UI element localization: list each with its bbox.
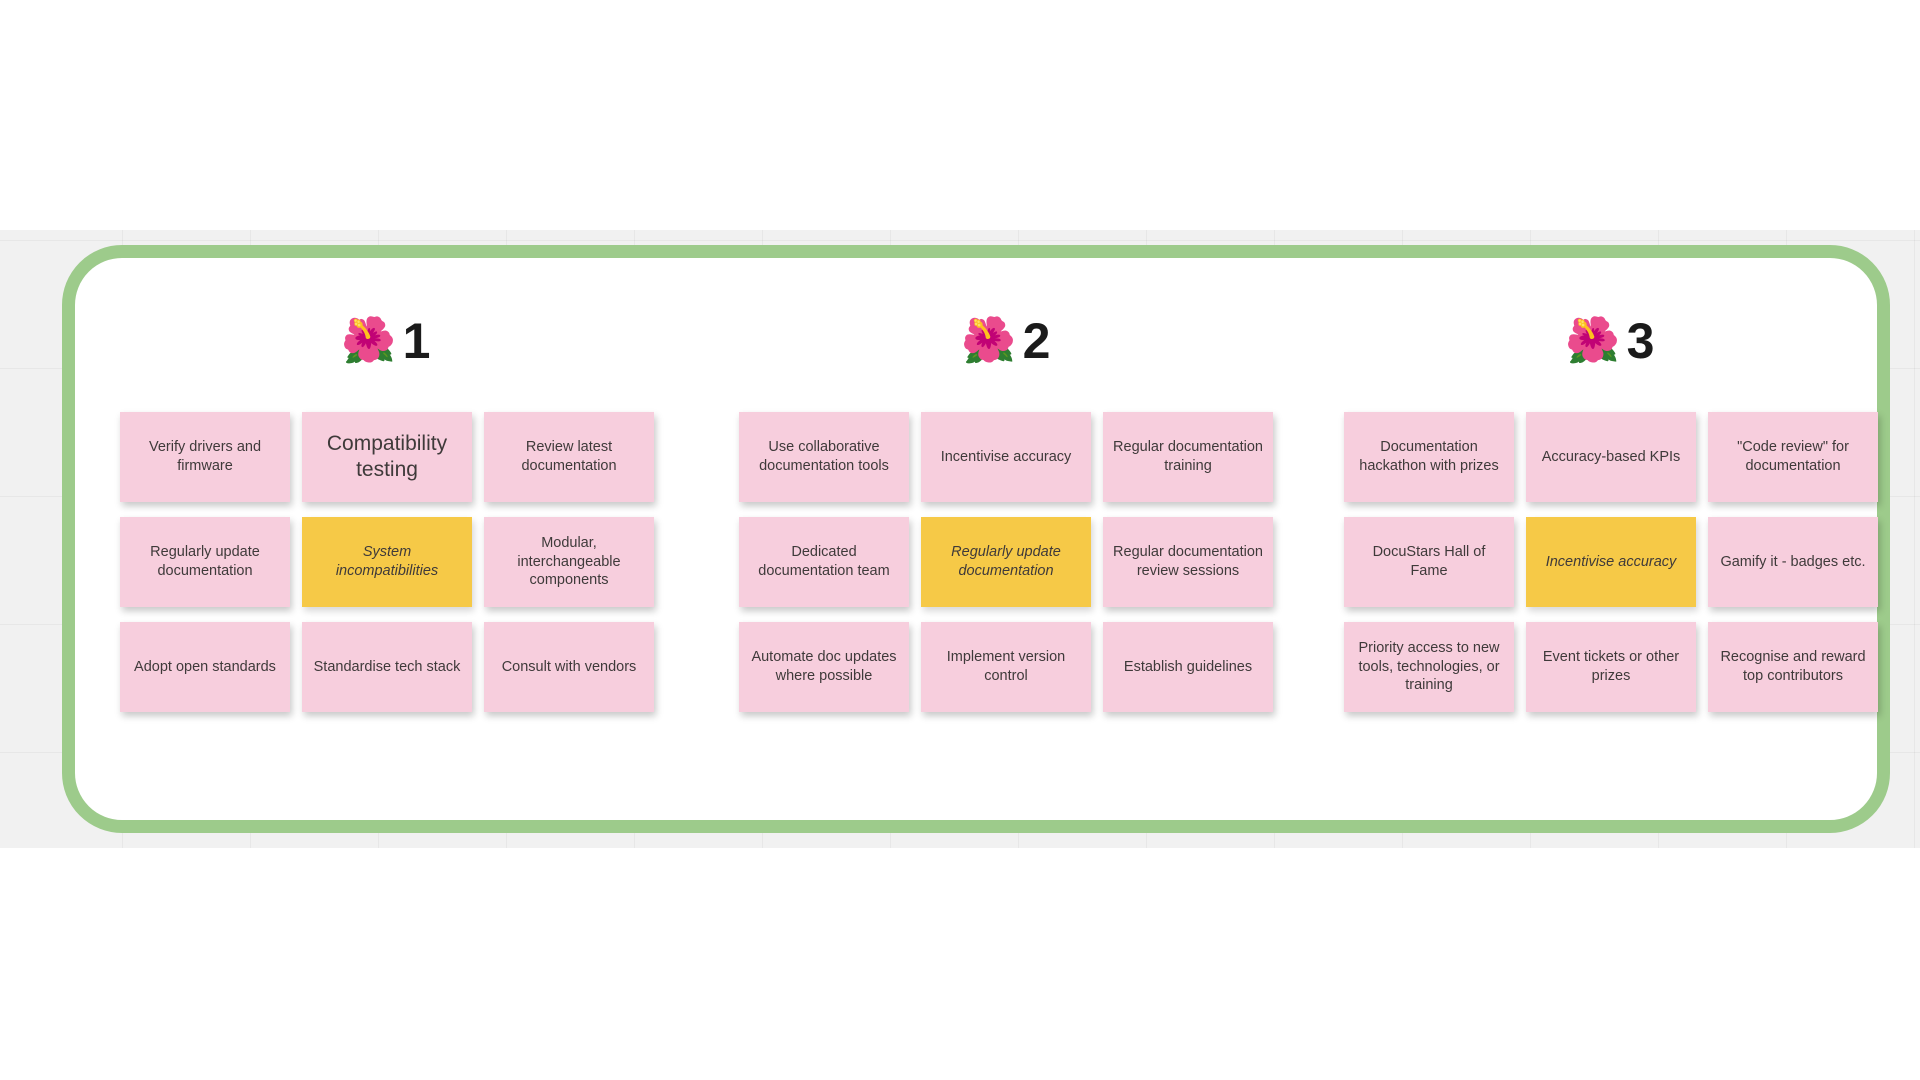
sticky-note[interactable]: Accuracy-based KPIs xyxy=(1526,412,1696,502)
group-2-card-grid: Use collaborative documentation tools In… xyxy=(695,412,1315,712)
sticky-note[interactable]: Modular, interchangeable components xyxy=(484,517,654,607)
sticky-note-text: "Code review" for documentation xyxy=(1737,439,1849,474)
sticky-group-2[interactable]: 🌺 2 Use collaborative documentation tool… xyxy=(695,258,1315,820)
sticky-note-text: Modular, interchangeable components xyxy=(517,535,621,589)
sticky-note-text: Priority access to new tools, technologi… xyxy=(1358,640,1500,694)
group-2-number: 2 xyxy=(1022,313,1051,369)
sticky-note-text: Standardise tech stack xyxy=(313,658,461,675)
group-2-header: 🌺 2 xyxy=(695,310,1315,372)
sticky-note[interactable]: Automate doc updates where possible xyxy=(739,622,909,712)
sticky-note-text: Consult with vendors xyxy=(501,658,637,675)
sticky-group-3[interactable]: 🌺 3 Documentation hackathon with prizes … xyxy=(1315,258,1903,820)
sticky-note-text: Regularly update documentation xyxy=(150,544,260,579)
sticky-note-text: System incompatibilities xyxy=(335,544,439,579)
sticky-note[interactable]: Use collaborative documentation tools xyxy=(739,412,909,502)
sticky-note-text: Event tickets or other prizes xyxy=(1542,649,1680,684)
sticky-note-text: Regularly update documentation xyxy=(951,544,1061,579)
sticky-note-text: Compatibility testing xyxy=(326,431,448,481)
hibiscus-flower-icon: 🌺 xyxy=(341,315,396,366)
sticky-note[interactable]: Regular documentation review sessions xyxy=(1103,517,1273,607)
hibiscus-flower-icon: 🌺 xyxy=(961,315,1016,366)
sticky-note-text: Recognise and reward top contributors xyxy=(1720,649,1866,684)
hibiscus-flower-icon: 🌺 xyxy=(1565,315,1620,366)
group-3-header: 🌺 3 xyxy=(1315,310,1903,372)
group-1-card-grid: Verify drivers and firmware Compatibilit… xyxy=(75,412,695,712)
sticky-note-text: Establish guidelines xyxy=(1123,658,1253,675)
sticky-note-text: Regular documentation training xyxy=(1113,439,1263,474)
sticky-note[interactable]: Implement version control xyxy=(921,622,1091,712)
sticky-note[interactable]: "Code review" for documentation xyxy=(1708,412,1878,502)
sticky-note-text: Dedicated documentation team xyxy=(758,544,890,579)
group-3-card-grid: Documentation hackathon with prizes Accu… xyxy=(1315,412,1903,712)
sticky-note-text: DocuStars Hall of Fame xyxy=(1372,544,1486,579)
sticky-note-text: Documentation hackathon with prizes xyxy=(1359,439,1499,474)
sticky-note[interactable]: Recognise and reward top contributors xyxy=(1708,622,1878,712)
sticky-note[interactable]: Standardise tech stack xyxy=(302,622,472,712)
sticky-note-text: Use collaborative documentation tools xyxy=(759,439,889,474)
sticky-note[interactable]: Documentation hackathon with prizes xyxy=(1344,412,1514,502)
sticky-note-text: Verify drivers and firmware xyxy=(148,439,262,474)
sticky-note-text: Incentivise accuracy xyxy=(1545,553,1677,570)
group-3-number: 3 xyxy=(1626,313,1655,369)
sticky-note[interactable]: Dedicated documentation team xyxy=(739,517,909,607)
sticky-note[interactable]: Regularly update documentation xyxy=(120,517,290,607)
sticky-note[interactable]: Regular documentation training xyxy=(1103,412,1273,502)
sticky-note-text: Incentivise accuracy xyxy=(940,448,1072,465)
sticky-note-text: Review latest documentation xyxy=(521,439,617,474)
sticky-note[interactable]: Consult with vendors xyxy=(484,622,654,712)
sticky-note-headline[interactable]: Compatibility testing xyxy=(302,412,472,502)
sticky-note-idea[interactable]: Incentivise accuracy xyxy=(1526,517,1696,607)
sticky-note-text: Automate doc updates where possible xyxy=(751,649,897,684)
sticky-note[interactable]: Review latest documentation xyxy=(484,412,654,502)
sticky-note[interactable]: DocuStars Hall of Fame xyxy=(1344,517,1514,607)
sticky-note[interactable]: Establish guidelines xyxy=(1103,622,1273,712)
sticky-note[interactable]: Gamify it - badges etc. xyxy=(1708,517,1878,607)
sticky-note-text: Regular documentation review sessions xyxy=(1113,544,1263,579)
group-1-header: 🌺 1 xyxy=(75,310,695,372)
sticky-note[interactable]: Event tickets or other prizes xyxy=(1526,622,1696,712)
sticky-note-idea[interactable]: System incompatibilities xyxy=(302,517,472,607)
sticky-note[interactable]: Incentivise accuracy xyxy=(921,412,1091,502)
green-frame-container[interactable]: 🌺 1 Verify drivers and firmware Compatib… xyxy=(62,245,1890,833)
sticky-group-1[interactable]: 🌺 1 Verify drivers and firmware Compatib… xyxy=(75,258,695,820)
sticky-note[interactable]: Verify drivers and firmware xyxy=(120,412,290,502)
group-1-number: 1 xyxy=(402,313,431,369)
sticky-note-text: Accuracy-based KPIs xyxy=(1541,448,1681,465)
sticky-note-text: Gamify it - badges etc. xyxy=(1720,553,1866,570)
sticky-note[interactable]: Priority access to new tools, technologi… xyxy=(1344,622,1514,712)
sticky-note-text: Adopt open standards xyxy=(134,658,276,675)
sticky-note[interactable]: Adopt open standards xyxy=(120,622,290,712)
sticky-note-idea[interactable]: Regularly update documentation xyxy=(921,517,1091,607)
sticky-note-text: Implement version control xyxy=(946,649,1066,684)
